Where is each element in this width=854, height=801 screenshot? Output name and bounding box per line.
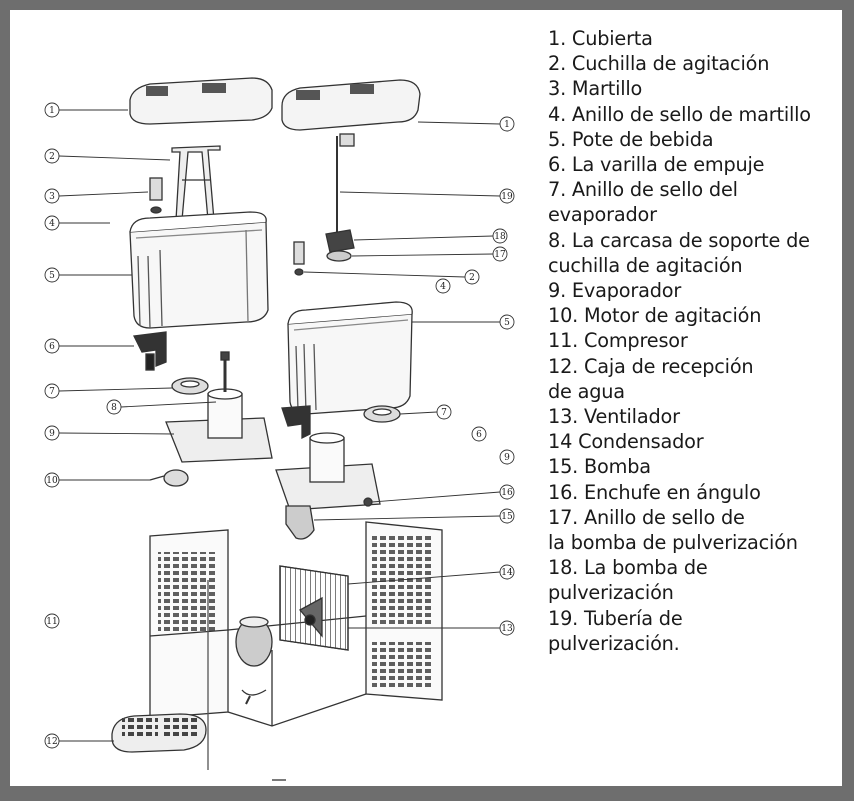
callout-10-left: 10 [46,476,58,486]
right-cover [281,79,421,131]
legend-line: de agua [548,379,625,403]
left-callout-numbers: 1 2 3 4 5 6 7 8 9 10 11 12 [46,106,117,747]
callout-15-right: 15 [501,512,513,522]
legend-line: 1. Cubierta [548,27,653,50]
legend-line: 3. Martillo [548,77,643,101]
exploded-diagram: 1 2 3 4 5 6 7 8 9 10 11 12 [44,77,515,781]
stir-motor [149,469,189,487]
callout-4-left: 4 [49,219,55,229]
callout-3-left: 3 [49,192,55,202]
legend-line: 10. Motor de agitación [548,304,762,328]
left-hammer [149,177,163,214]
callout-6-left: 6 [49,342,55,352]
legend-line: la bomba de pulverización [548,531,798,555]
legend-line: 2. Cuchilla de agitación [548,52,770,76]
legend-line: 15. Bomba [548,455,651,479]
right-callout-numbers: 1 19 18 17 2 4 5 7 6 9 16 15 14 13 [440,120,513,634]
pump [285,497,373,540]
callout-1-left: 1 [49,106,55,116]
callout-6-right: 6 [476,430,482,440]
callout-7-left: 7 [49,387,55,397]
left-evaporator [165,351,273,463]
callout-7-right: 7 [441,408,447,418]
callout-16-right: 16 [501,488,513,498]
callout-9-left: 9 [49,429,55,439]
callout-18-right: 18 [494,232,506,242]
callout-14-right: 14 [501,568,513,578]
fan [298,596,323,638]
legend-line: evaporador [548,203,657,227]
legend-line: pulverización [548,581,674,605]
figure-frame: 1 2 3 4 5 6 7 8 9 10 11 12 [10,10,842,786]
legend-line: 11. Compresor [548,329,688,353]
legend-line: 9. Evaporador [548,279,682,303]
legend-line: 17. Anillo de sello de [548,505,745,529]
cabinet-base [149,521,443,770]
left-tap [133,331,167,371]
legend-line: pulverización. [548,631,680,655]
compressor [235,616,273,705]
drip-tray [111,713,207,753]
callout-8-left: 8 [111,403,117,413]
right-hammer [293,241,305,276]
right-evaporator [275,432,381,511]
callout-4-right: 4 [440,282,446,292]
callout-13-right: 13 [501,624,513,634]
parts-legend: 1. Cubierta 2. Cuchilla de agitación 3. … [548,26,848,656]
left-drink-bowl [129,211,269,329]
legend-line: 7. Anillo de sello del [548,178,738,202]
legend-line: 16. Enchufe en ángulo [548,480,761,504]
right-spray-tube [336,133,355,232]
callout-2-right: 2 [469,273,475,283]
callout-5-right: 5 [504,318,510,328]
legend-line: 4. Anillo de sello de martillo [548,102,811,126]
right-drink-bowl [287,301,413,415]
legend-line: 12. Caja de recepción [548,354,754,378]
callout-17-right: 17 [494,250,506,260]
callout-5-left: 5 [49,271,55,281]
callout-11-left: 11 [46,617,57,627]
callout-12-left: 12 [46,737,57,747]
legend-line: 8. La carcasa de soporte de [548,228,810,252]
right-tap [281,405,311,440]
legend-line: 18. La bomba de [548,556,708,580]
left-agitator-blade [171,145,221,221]
callout-19-right: 19 [501,192,513,202]
right-callouts [303,116,515,636]
left-callouts [44,102,217,749]
legend-line: 6. La varilla de empuje [548,153,765,177]
legend-line: 13. Ventilador [548,405,680,429]
right-spray-pump [325,229,355,262]
callout-1-right: 1 [504,120,510,130]
left-cover [129,77,273,125]
callout-2-left: 2 [49,152,55,162]
callout-9-right: 9 [504,453,510,463]
legend-line: cuchilla de agitación [548,253,743,277]
legend-line: 19. Tubería de [548,606,683,630]
legend-line: 14 Condensador [548,430,704,454]
legend-line: 5. Pote de bebida [548,127,714,151]
